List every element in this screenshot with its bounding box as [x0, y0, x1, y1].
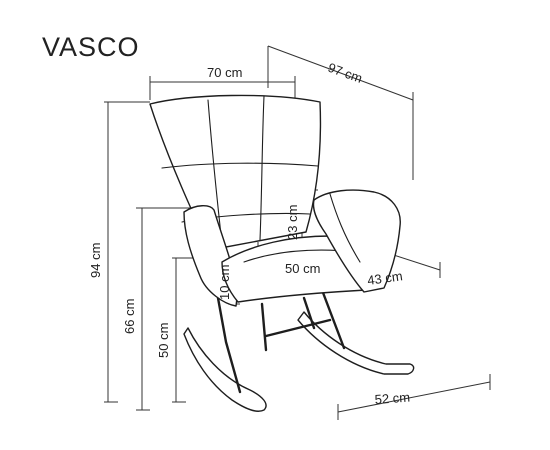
rocker-left: [183, 327, 267, 412]
backrest-seam-left: [207, 99, 223, 245]
armrest-right-seam: [329, 193, 361, 263]
label-width-top: 70 cm: [207, 65, 242, 80]
label-backrest-armrest: 23 cm: [285, 205, 300, 240]
label-cushion: 10 cm: [217, 265, 232, 300]
backrest-seam-right: [259, 95, 265, 241]
label-seat-width: 50 cm: [285, 261, 320, 276]
base-width-line: [337, 381, 491, 413]
product-title: VASCO: [42, 32, 140, 62]
label-total-height: 94 cm: [88, 243, 103, 278]
leg-back-left: [302, 296, 316, 330]
label-seat-height: 50 cm: [156, 323, 171, 358]
dimension-labels: 70 cm 97 cm 94 cm 66 cm 50 cm 23 cm 50 c…: [88, 60, 411, 407]
rocking-chair: [149, 94, 415, 412]
leg-front-right: [260, 302, 268, 352]
leg-back-right: [320, 288, 346, 350]
label-base-width: 52 cm: [374, 390, 410, 407]
rocker-right: [297, 311, 415, 375]
backrest-seam-horizontal: [161, 162, 319, 169]
leg-crossbar: [264, 318, 332, 338]
depth-top-line: [267, 45, 414, 101]
label-depth-top: 97 cm: [326, 60, 364, 86]
leg-front-left: [216, 296, 242, 394]
label-seat-depth: 43 cm: [366, 268, 403, 288]
armrest-right: [312, 189, 401, 293]
label-armrest-height: 66 cm: [122, 299, 137, 334]
